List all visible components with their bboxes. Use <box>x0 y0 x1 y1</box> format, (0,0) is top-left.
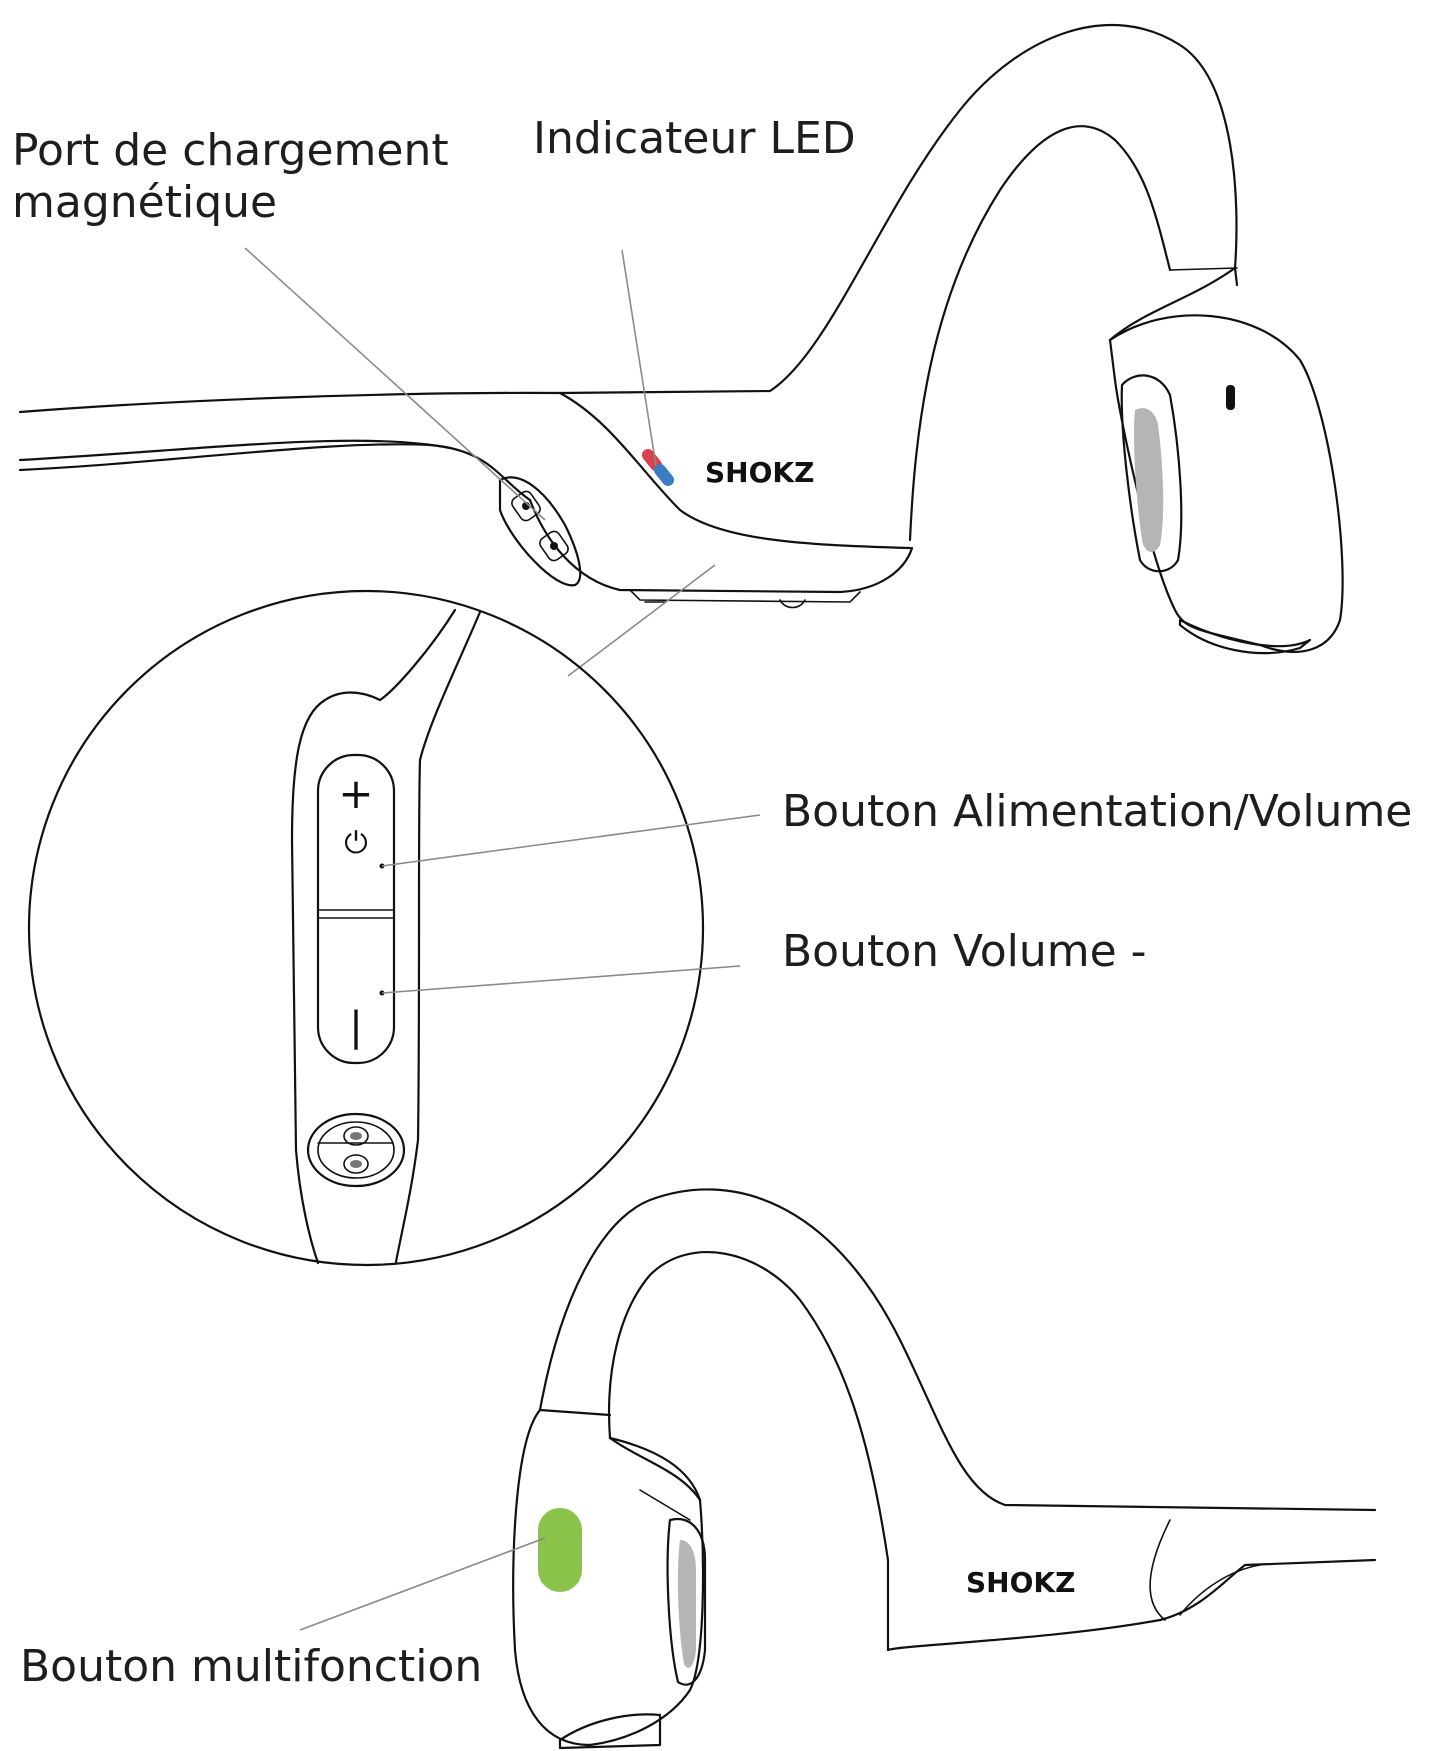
multifunction-label: Bouton multifonction <box>20 1641 483 1692</box>
charging-port-label-line1: Port de chargement <box>12 125 449 176</box>
zoom-detail <box>27 589 761 1267</box>
minus-mark: | <box>349 1004 363 1050</box>
top-brand-logo: SHOKZ <box>705 456 814 489</box>
bottom-brand-logo: SHOKZ <box>966 1566 1075 1599</box>
power-mark: ⏻ <box>344 826 368 861</box>
power-volume-up-label: Bouton Alimentation/Volume + <box>782 786 1429 837</box>
led-indicator-label: Indicateur LED <box>533 113 856 164</box>
top-headphone: SHOKZ <box>18 23 1344 677</box>
charging-port-label-line2: magnétique <box>12 177 278 228</box>
volume-down-label: Bouton Volume - <box>782 926 1147 977</box>
bottom-headphone: SHOKZ <box>299 1188 1377 1750</box>
plus-mark: + <box>338 769 374 818</box>
